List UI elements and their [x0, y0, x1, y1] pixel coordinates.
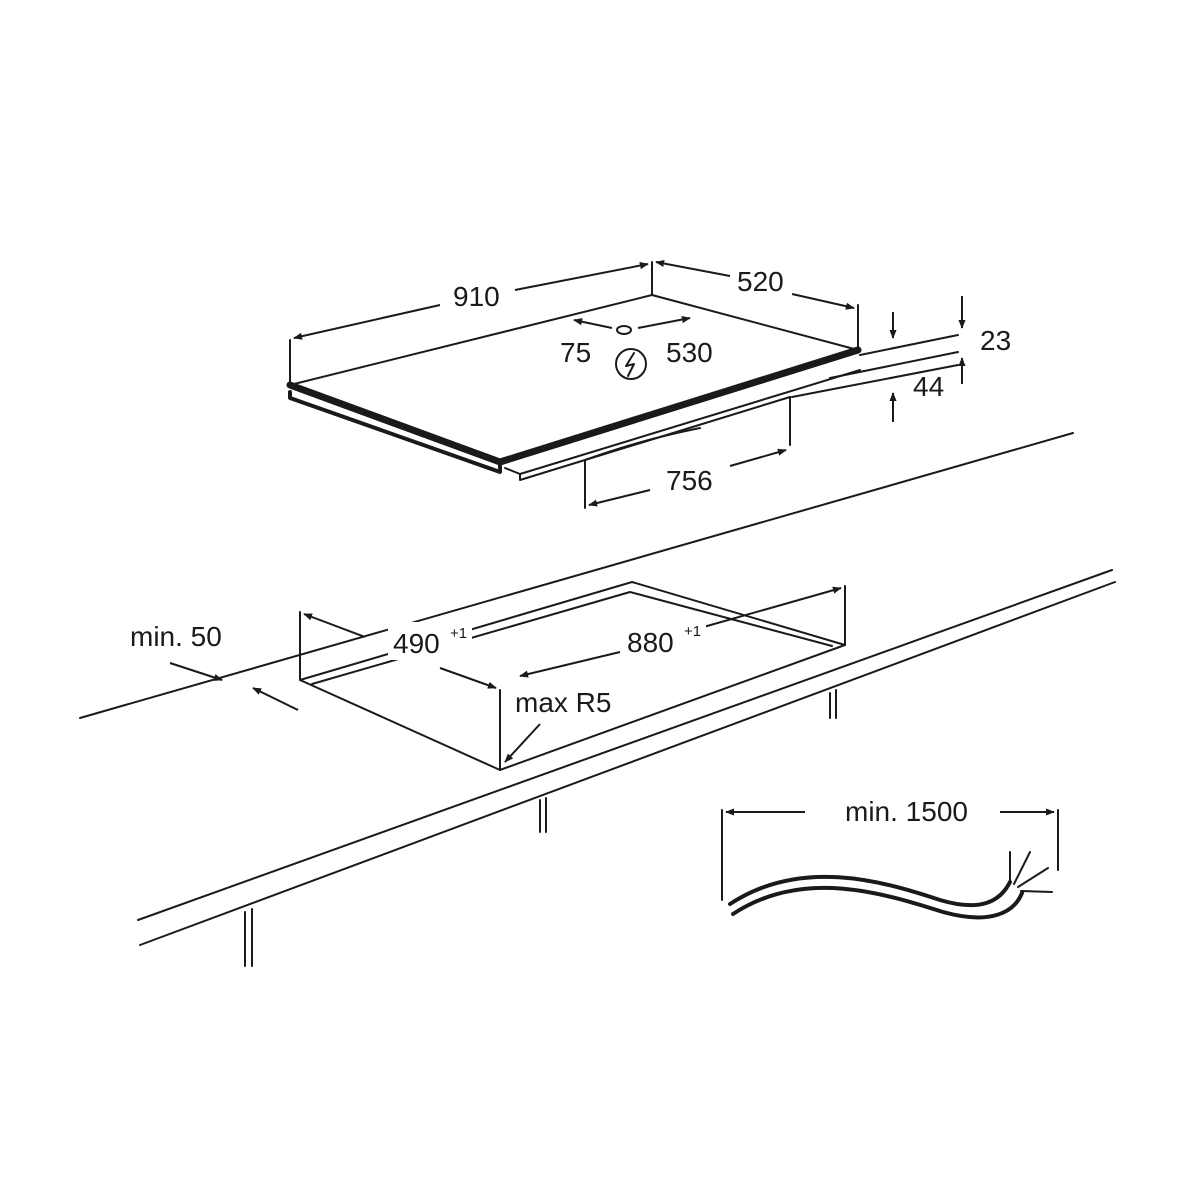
dim-label-75: 75	[560, 337, 591, 368]
worktop-front-edge-top	[137, 569, 1113, 921]
cable-line-upper	[728, 874, 1012, 908]
dim-arrow-530	[637, 315, 691, 329]
dim-label-490: 490	[393, 628, 440, 659]
dim-label-520: 520	[737, 266, 784, 297]
dim-arrow-75	[573, 318, 613, 329]
dim-label-530: 530	[666, 337, 713, 368]
dim-arrow-520-right	[791, 293, 855, 310]
ext-line-44-bottom	[791, 364, 959, 398]
dim-label-min50: min. 50	[130, 621, 222, 652]
dim-arrow-min50-inner	[252, 687, 299, 711]
dim-arrow-880-right	[699, 586, 842, 629]
dim-label-910: 910	[453, 281, 500, 312]
dim-label-max-r5: max R5	[515, 687, 611, 718]
cabinet-leg-right	[829, 689, 837, 719]
hob-front-edge-lower	[288, 390, 502, 474]
dim-label-min1500: min. 1500	[845, 796, 968, 827]
dim-label-23: 23	[980, 325, 1011, 356]
ext-line-23-top	[859, 334, 959, 356]
label-bg-880	[622, 620, 706, 658]
dim-arrow-756-right	[729, 448, 787, 467]
hob-box-front	[519, 396, 791, 481]
lightning-in-circle-icon	[615, 348, 647, 380]
hob-frame-bottom	[504, 369, 861, 475]
cable-drawing: min. 1500	[721, 796, 1059, 920]
dim-tolerance-880: +1	[684, 623, 701, 640]
cabinet-leg-middle	[539, 797, 547, 833]
dim-arrow-520-left	[655, 259, 731, 277]
cable-wire-ends	[1009, 851, 1053, 893]
worktop-drawing: min. 50 490 +1 880 +1 max R5	[79, 432, 1116, 967]
dim-arrow-490-front	[439, 667, 497, 689]
dim-arrow-756-left	[588, 489, 651, 507]
worktop-back-edge	[79, 432, 1074, 719]
dim-arrow-880-left	[519, 651, 621, 678]
dim-arrow-490-back	[303, 613, 366, 638]
dim-label-756: 756	[666, 465, 713, 496]
dim-label-44: 44	[913, 371, 944, 402]
dim-arrow-910-right	[514, 262, 649, 291]
cabinet-leg-left	[244, 908, 253, 967]
hob-drawing: 910 520 75 530 23 44 756	[286, 259, 1011, 509]
dim-arrow-910-left	[293, 304, 441, 340]
dim-arrow-radius	[504, 723, 541, 763]
connection-point	[616, 325, 632, 335]
cable-line-lower	[731, 885, 1024, 920]
hob-glass-edge	[286, 346, 862, 466]
label-bg-490	[388, 622, 472, 660]
dim-tolerance-490: +1	[450, 625, 467, 642]
dim-arrow-min50-outer	[169, 662, 223, 681]
hob-box-bottom-line	[584, 427, 701, 461]
ext-line-23-bottom	[829, 351, 959, 379]
worktop-front-edge-bottom	[139, 581, 1116, 946]
dim-label-880: 880	[627, 627, 674, 658]
